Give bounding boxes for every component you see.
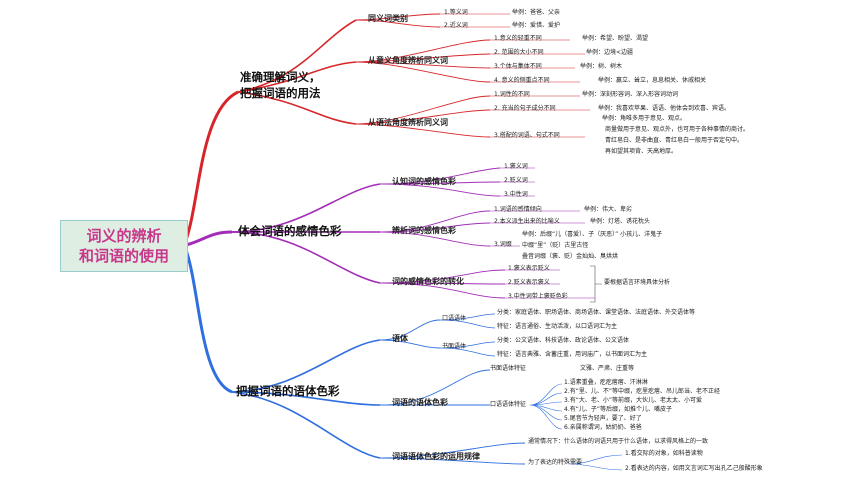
leaf-equal-words: 1.等义词	[444, 9, 468, 16]
leaf-neutral-colored: 3.中性词带上褒贬色彩	[508, 293, 568, 300]
leaf-positive-to-negative: 1.褒义表示贬义	[508, 265, 550, 272]
leaf-emotional-tendency-example: 举例：伟大、卑劣	[584, 206, 633, 213]
leaf-affix-line-1: 举例：后缀“儿（喜爱）、子（厌恶）” 小孩儿、洋鬼子	[522, 231, 663, 238]
written-register-categories: 分类：公文语体、科技语体、政论语体、公文语体	[497, 337, 630, 344]
root-node[interactable]: 词义的辨析 和词语的使用	[60, 220, 188, 272]
leaf-spoken-features: 口语语体特征	[490, 401, 527, 408]
leaf-derogatory: 2.贬义词	[504, 177, 528, 184]
leaf-pos-diff-example: 举例：深刻形容词、深入形容词动词	[582, 91, 679, 98]
node-register-usage-rules[interactable]: 词语语体色彩的运用规律	[392, 452, 480, 461]
leaf-affix: 3.词缀	[494, 241, 512, 248]
leaf-near-synonyms-example: 举例：爱惜、爱护	[512, 22, 561, 29]
node-emotion-conversion[interactable]: 词的感情色彩的转化	[392, 277, 464, 286]
written-features-text: 文雅、严肃、庄重等	[580, 365, 635, 372]
leaf-special-needs: 为了表达的特殊需要	[528, 459, 583, 466]
leaf-metaphorical-example: 举例：灯塔、诱花枕头	[590, 218, 651, 225]
spoken-feature-4: 4.有“儿、子”等后缀，如推个儿、嘴皮子	[564, 406, 672, 413]
leaf-near-synonyms: 2.近义词	[444, 22, 468, 29]
leaf-scope-diff: 2. 范围的大小不同	[494, 49, 544, 56]
leaf-equal-words-example: 举例：爸爸、父亲	[512, 9, 561, 16]
leaf-collocation: 3.搭配的词语、句式不同	[494, 132, 560, 139]
spoken-feature-5: 5.尾音节为轻声，要了、好了	[564, 415, 642, 422]
leaf-usual-rule: 通常情况下：什么语体的词语只用于什么语体，以求得风格上的一致	[528, 438, 709, 445]
spoken-feature-1: 1.语素重叠，疙疙瘩瘩、汗淋淋	[564, 379, 648, 386]
leaf-pos-diff: 1.词性的不同	[494, 91, 530, 98]
leaf-affix-line-2: 中缀“里”（贬）古里古怪	[522, 242, 589, 249]
leaf-neutral: 3.中性词	[504, 191, 528, 198]
node-grammar-analysis[interactable]: 从语法角度辨析同义词	[368, 118, 448, 127]
spoken-feature-6: 6.亲属称谓词，姑奶奶、爸爸	[564, 424, 642, 431]
spoken-feature-3: 3.有“大、老、小”等前缀，大伙儿、老太太、小可爱	[564, 397, 702, 404]
special-need-audience: 1.看交际的对象，如科普读物	[625, 450, 703, 457]
leaf-emotional-tendency: 1.词语的感情倾向	[494, 206, 542, 213]
leaf-written-features: 书面语体特征	[490, 365, 527, 372]
root-title-line2: 和词语的使用	[78, 247, 169, 265]
note-context-analysis: 要根据语言环境具体分析	[604, 279, 671, 286]
leaf-collocation-extra-3: 再如望其项背、天高地厚。	[605, 148, 678, 155]
leaf-weight-diff-example: 举例：希望、盼望、渴望	[582, 35, 649, 42]
leaf-affix-line-3: 叠音词缀（褒、贬）金灿灿、臭烘烘	[522, 253, 619, 260]
special-need-content: 2.看表达的内容，如用文言词汇写出孔乙己般酸形象	[625, 465, 763, 472]
leaf-individual-collective-example: 举例：树、树木	[580, 63, 623, 70]
spoken-feature-2: 2.有“里、儿、不”等中缀，疙里疙瘩、吊儿郎当、老不正经	[564, 388, 720, 395]
leaf-commendatory: 1.褒义词	[504, 163, 528, 170]
node-meaning-analysis[interactable]: 从意义角度辨析同义词	[368, 56, 448, 65]
node-synonym-types[interactable]: 同义词类别	[368, 14, 408, 23]
branch-emotional-color[interactable]: 体会词语的感情色彩	[238, 224, 342, 238]
leaf-written-register: 书面语体	[442, 343, 467, 350]
leaf-collocation-extra-1: 商量做用于意见、观点外，也可用于各种事情的商讨。	[605, 126, 750, 133]
branch-understand-meaning-line2: 把握词语的用法	[240, 86, 321, 100]
node-know-emotion[interactable]: 认知词的感情色彩	[392, 177, 456, 186]
leaf-weight-diff: 1.意义的轻重不同	[494, 35, 542, 42]
leaf-spoken-register: 口语语体	[442, 315, 467, 322]
leaf-negative-to-positive: 2.贬义表示褒义	[508, 279, 550, 286]
leaf-metaphorical: 2.本义派生出来的比喻义	[494, 218, 560, 225]
node-distinguish-emotion[interactable]: 辨析词的感情色彩	[392, 226, 456, 235]
branch-understand-meaning[interactable]: 准确理解词义，	[240, 70, 321, 84]
leaf-sentence-role: 2. 充当的句子成分不同	[494, 105, 556, 112]
leaf-emphasis-diff-example: 举例：赢立、耸立，息息相关、休戚相关	[598, 77, 707, 84]
node-word-register-color[interactable]: 词语的语体色彩	[392, 398, 448, 407]
spoken-register-categories: 分类：家庭语体、职场语体、商场语体、课堂语体、法庭语体、外交语体等	[497, 309, 696, 316]
leaf-collocation-extra-2: 青红皂白、是非曲直、青红皂白一般用于否定句中。	[605, 137, 744, 144]
branch-register-color[interactable]: 把握词语的语体色彩	[236, 384, 340, 398]
leaf-individual-collective: 3.个体与集体不同	[494, 63, 542, 70]
written-register-features: 特征：语言典雅、含蓄庄重，用词庙广，以书面词汇为主	[497, 351, 648, 358]
leaf-emphasis-diff: 4. 意义的侧重点不同	[494, 77, 550, 84]
spoken-register-features: 特征：语言通俗、生动活泼，以口语词汇为主	[497, 323, 618, 330]
leaf-scope-diff-example: 举例：边境<边疆	[586, 49, 634, 56]
leaf-sentence-role-example: 举例：我喜欢苹果、语语、他体会到欢喜、宾语。	[598, 105, 731, 112]
root-title-line1: 词义的辨析	[86, 227, 162, 245]
leaf-collocation-example: 举例：角唯多用于意见、观点。	[602, 115, 687, 122]
node-register[interactable]: 语体	[392, 334, 408, 343]
